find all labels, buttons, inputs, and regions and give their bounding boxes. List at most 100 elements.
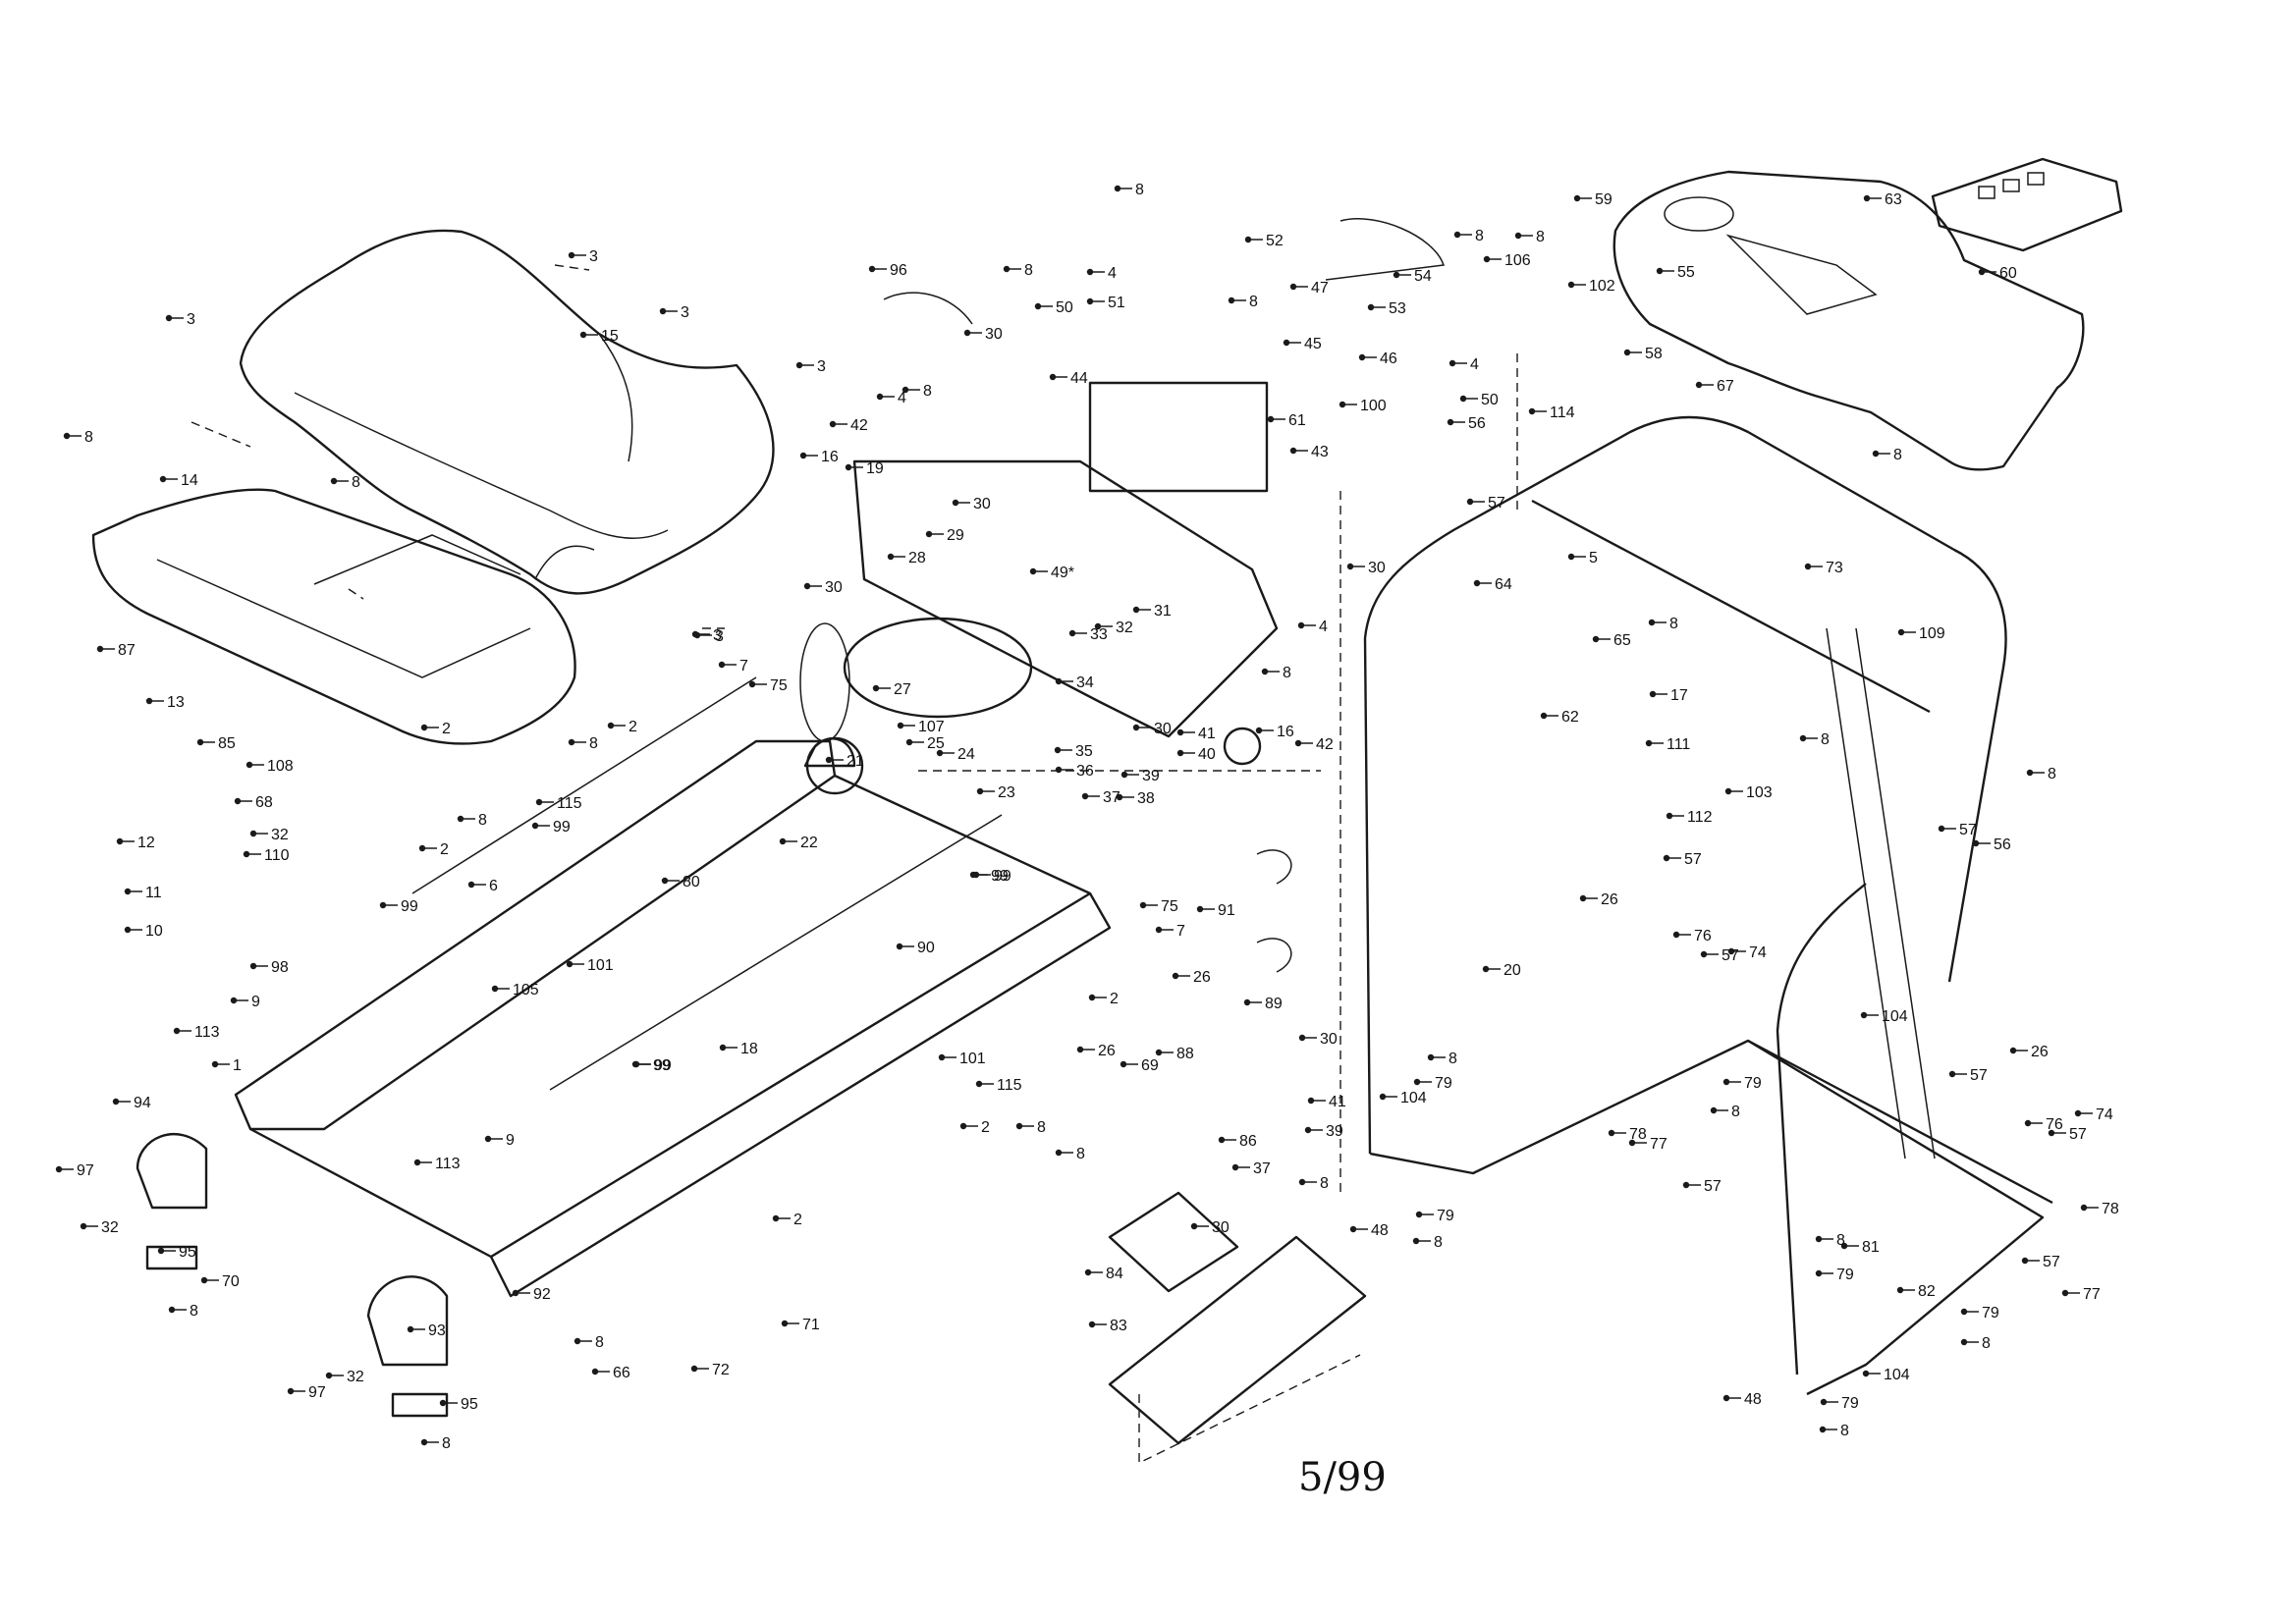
callout-dot: [157, 1247, 165, 1255]
callout-label: 40: [1198, 746, 1216, 763]
callout-label: 97: [77, 1162, 94, 1179]
callout-c193: 78: [2080, 1201, 2119, 1217]
callout-dot: [1459, 395, 1467, 403]
callout-label: 89: [1265, 996, 1283, 1012]
callout-dot: [1283, 339, 1290, 347]
callout-dot: [1094, 622, 1102, 630]
upright-frame-shape: [1363, 415, 2053, 1396]
callout-c191: 8: [1815, 1232, 1845, 1249]
callout-dot: [124, 926, 132, 934]
hood-base-shape: [91, 488, 576, 745]
callout-label: 71: [802, 1317, 820, 1333]
callout-dot: [632, 1060, 640, 1068]
callout-label: 50: [1481, 392, 1499, 408]
callout-c158: 8: [1872, 447, 1902, 463]
callout-dot: [1132, 724, 1140, 731]
callout-label: 38: [1137, 790, 1155, 807]
callout-dot: [887, 553, 895, 561]
callout-label: 42: [1316, 736, 1334, 753]
callout-c26: 1: [211, 1057, 242, 1074]
callout-dot: [1415, 1211, 1423, 1218]
callout-label: 59: [1595, 191, 1613, 208]
callout-c153: 63: [1863, 191, 1902, 208]
callout-label: 11: [145, 885, 162, 901]
callout-label: 70: [222, 1273, 240, 1290]
callout-dot: [439, 1399, 447, 1407]
callout-dot: [116, 837, 124, 845]
callout-c140: 102: [1567, 278, 1615, 295]
callout-dot: [1055, 766, 1063, 774]
callout-dot: [936, 749, 944, 757]
callout-label: 112: [1687, 809, 1713, 826]
callout-c16: 10: [124, 923, 163, 940]
callout-c63: 101: [938, 1051, 986, 1067]
callout-label: 3: [715, 628, 724, 645]
callout-label: 67: [1717, 378, 1734, 395]
callout-c168: 57: [1938, 822, 1977, 838]
callout-dot: [2074, 1109, 2082, 1117]
callout-dot: [1466, 498, 1474, 506]
callout-c89: 30: [963, 326, 1003, 343]
callout-label: 48: [1744, 1391, 1762, 1408]
callout-c52: 8: [457, 812, 487, 829]
callout-label: 105: [513, 982, 539, 998]
callout-c187: 76: [2024, 1116, 2063, 1133]
callout-label: 73: [1826, 560, 1843, 576]
callout-dot: [1592, 635, 1600, 643]
callout-c46: 18: [719, 1041, 758, 1057]
callout-dot: [1820, 1398, 1828, 1406]
callout-label: 26: [1098, 1043, 1116, 1059]
callout-label: 8: [1731, 1104, 1740, 1120]
callout-c192: 79: [1815, 1267, 1854, 1283]
callout-label: 4: [1108, 265, 1117, 282]
callout-c202: 8: [1819, 1423, 1849, 1439]
callout-dot: [2009, 1047, 2017, 1054]
callout-c181: 78: [1608, 1126, 1647, 1143]
callout-label: 42: [850, 417, 868, 434]
callout-dot: [1116, 793, 1123, 801]
callout-label: 79: [1437, 1208, 1454, 1224]
callout-c130: 54: [1393, 268, 1432, 285]
callout-c180: 8: [1710, 1104, 1740, 1120]
callout-dot: [1379, 1093, 1387, 1101]
callout-dot: [1294, 739, 1302, 747]
callout-label: 18: [740, 1041, 758, 1057]
callout-dot: [230, 997, 238, 1004]
callout-c50: 101: [566, 957, 614, 974]
callout-dot: [420, 724, 428, 731]
callout-label: 72: [712, 1362, 730, 1378]
callout-label: 79: [1744, 1075, 1762, 1092]
callout-c112: 40: [1176, 746, 1216, 763]
callout-label: 61: [1288, 412, 1306, 429]
feet-shape: [136, 1132, 449, 1418]
callout-label: 8: [1449, 1051, 1457, 1067]
callout-dot: [1367, 303, 1375, 311]
callout-dot: [779, 837, 787, 845]
callout-label: 8: [1982, 1335, 1991, 1352]
callout-c142: 4: [1449, 356, 1479, 373]
callout-c195: 77: [2061, 1286, 2101, 1303]
callout-dot: [1120, 1060, 1127, 1068]
callout-label: 45: [1304, 336, 1322, 352]
callout-dot: [579, 331, 587, 339]
callout-label: 76: [2046, 1116, 2063, 1133]
callout-label: 111: [1667, 736, 1690, 753]
callout-c135: 46: [1358, 351, 1397, 367]
callout-dot: [1084, 1268, 1092, 1276]
belt-and-cables-shape: [803, 218, 1446, 973]
callout-c145: 56: [1447, 415, 1486, 432]
callout-c155: 55: [1656, 264, 1695, 281]
callout-dot: [1228, 297, 1235, 304]
callout-label: 2: [442, 721, 451, 737]
callout-label: 14: [181, 472, 198, 489]
callout-dot: [1896, 1286, 1904, 1294]
callout-label: 26: [1601, 891, 1618, 908]
callout-label: 114: [1550, 404, 1575, 421]
callout-label: 8: [442, 1435, 451, 1452]
callout-dot: [2024, 1119, 2032, 1127]
callout-dot: [1948, 1070, 1956, 1078]
callout-dot: [1663, 854, 1670, 862]
callout-label: 8: [1037, 1119, 1046, 1136]
callout-dot: [457, 815, 465, 823]
callout-label: 25: [927, 735, 945, 752]
